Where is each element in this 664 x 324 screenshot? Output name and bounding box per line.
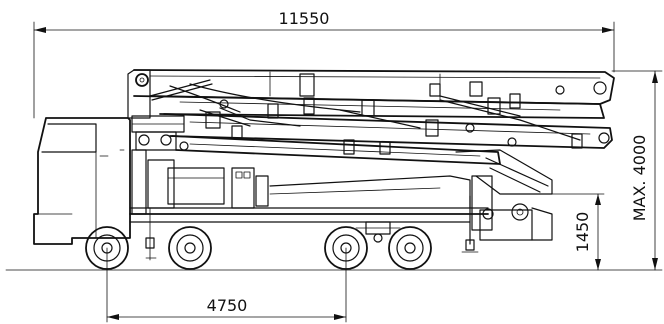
wheel-rear xyxy=(388,226,432,270)
pump-unit xyxy=(455,149,553,253)
max-height-label: MAX. 4000 xyxy=(630,135,649,222)
rear-axle-suspension xyxy=(355,221,401,243)
wheel-second xyxy=(168,226,212,270)
boom-turret xyxy=(127,69,185,151)
outrigger-height-label: 1450 xyxy=(573,212,592,253)
truck-chassis xyxy=(129,149,489,261)
overall-length-label: 11550 xyxy=(279,9,330,28)
boom-brackets xyxy=(179,73,583,155)
boom-cylinders xyxy=(149,79,581,141)
dimension-axle-spacing: 4750 xyxy=(106,247,347,323)
dimension-max-height: MAX. 4000 xyxy=(611,70,663,271)
boom-section-4 xyxy=(171,135,501,165)
wheel-third xyxy=(324,226,368,270)
wheel-front xyxy=(85,226,129,270)
axle-spacing-label: 4750 xyxy=(207,296,248,315)
truck-cab xyxy=(33,117,131,245)
dimension-overall-length: 11550 xyxy=(33,9,615,119)
dimension-outrigger-height: 1450 xyxy=(539,193,605,271)
boom-section-3 xyxy=(163,107,613,149)
